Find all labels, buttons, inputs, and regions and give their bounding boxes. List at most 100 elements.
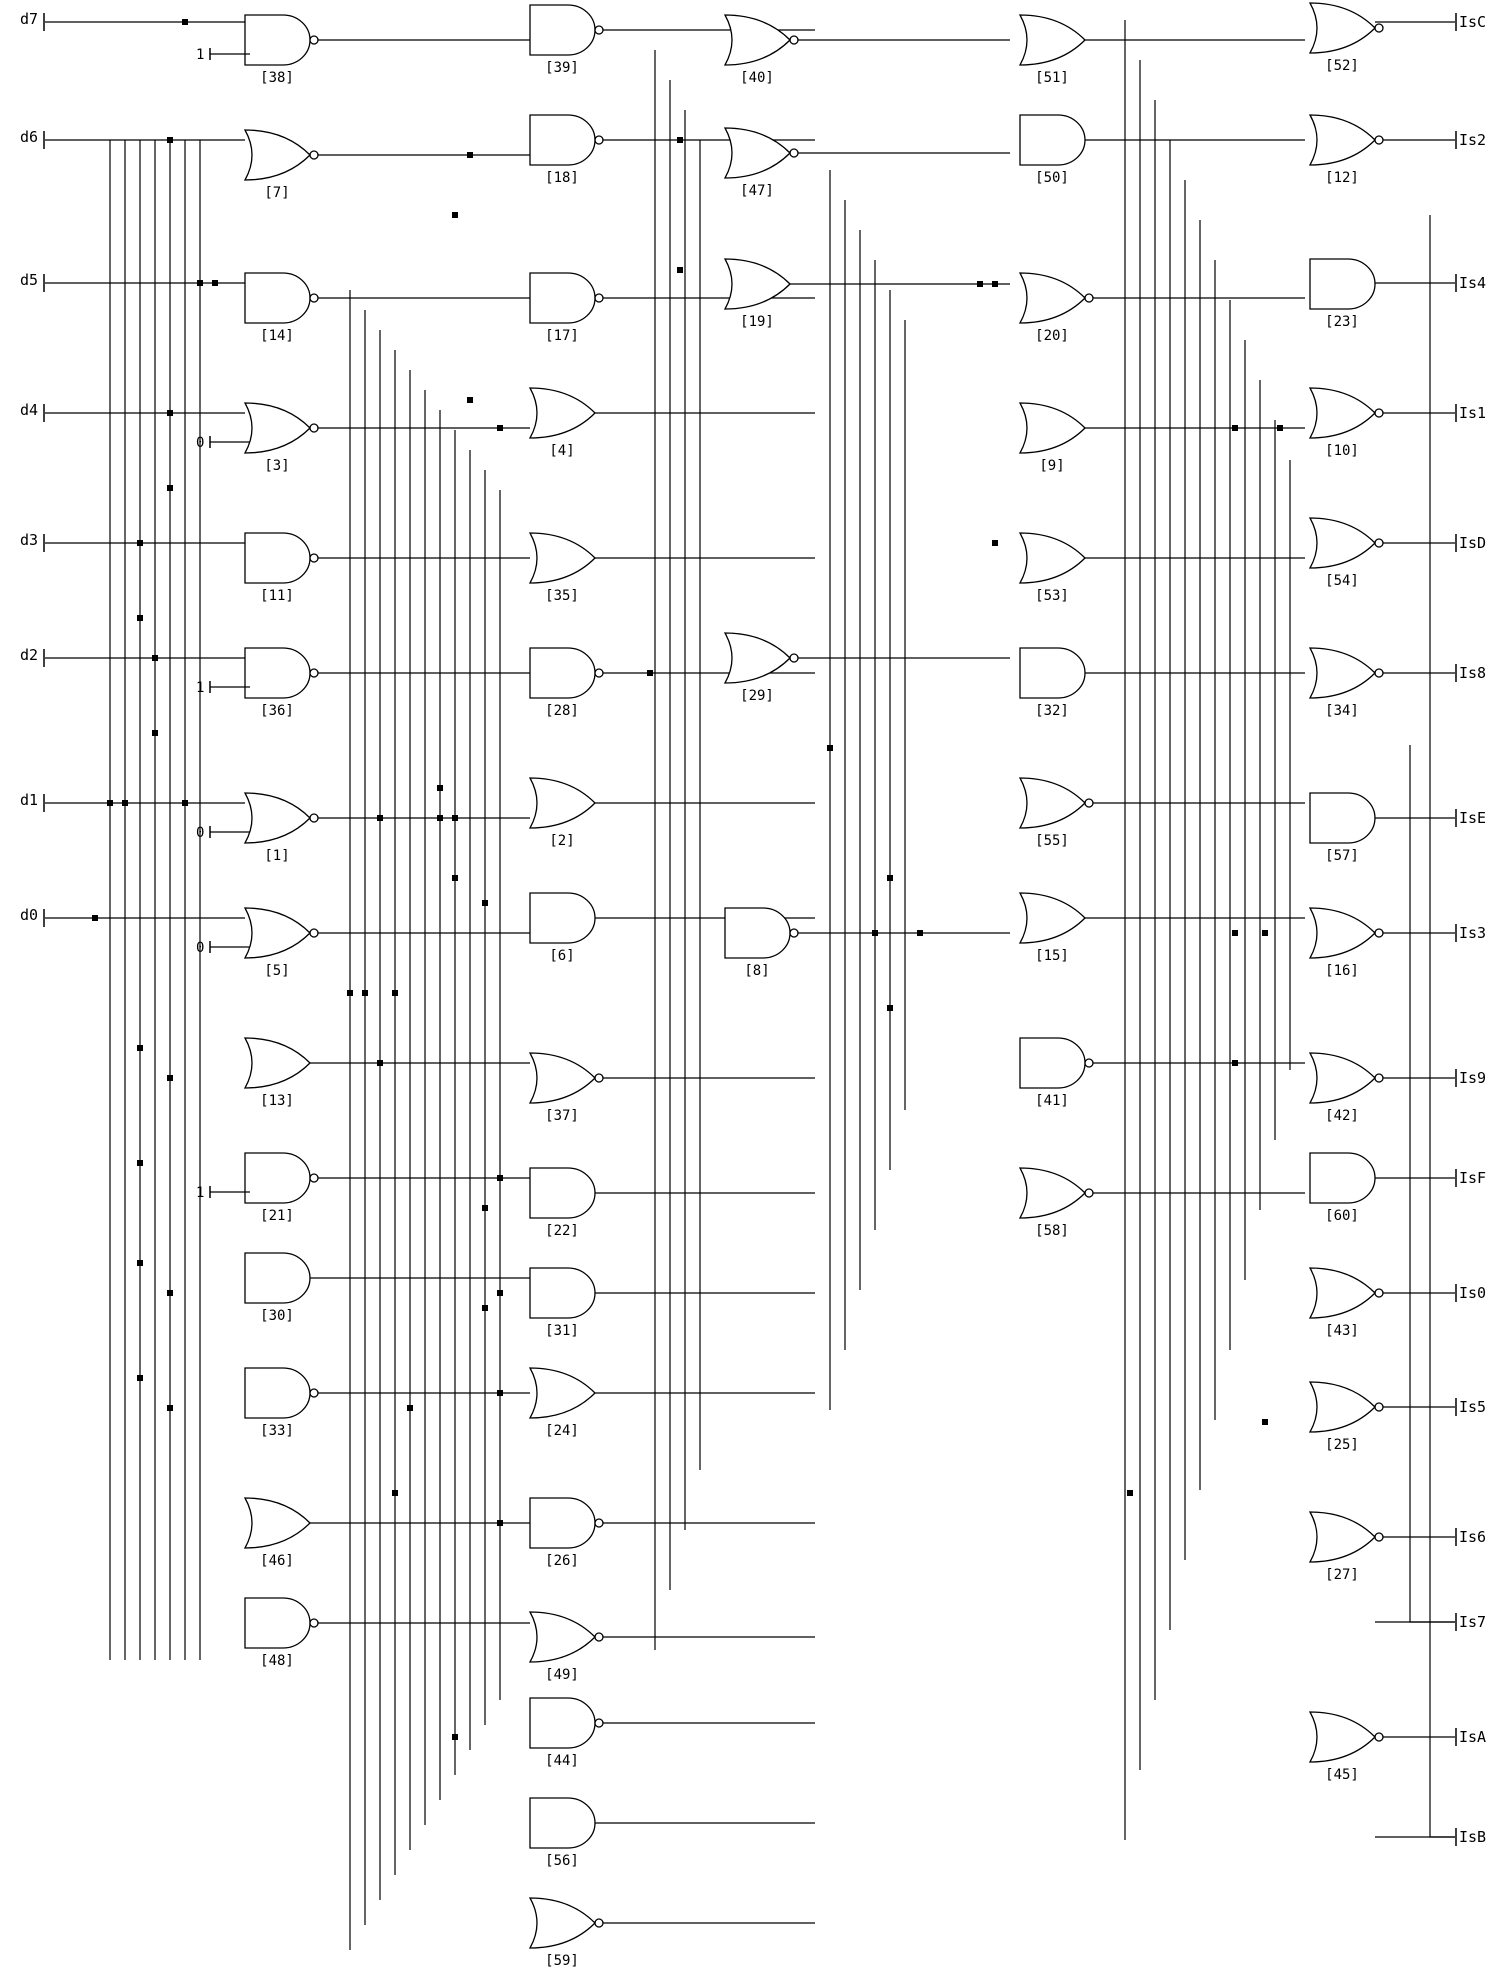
junction-dot	[1232, 930, 1238, 936]
gate-body	[529, 1267, 596, 1319]
junction-dot	[497, 1175, 503, 1181]
inverter-bubble	[1374, 408, 1384, 418]
gate-14: [14]	[244, 272, 319, 344]
gate-label: [53]	[1035, 588, 1069, 604]
junction-dot	[677, 137, 683, 143]
gate-label: [13]	[260, 1093, 294, 1109]
junction-dot	[497, 1520, 503, 1526]
inverter-bubble	[1374, 23, 1384, 33]
inverter-bubble	[309, 150, 319, 160]
gate-body	[244, 272, 311, 324]
output-label: IsA	[1459, 1728, 1486, 1746]
junction-dot	[1262, 1419, 1268, 1425]
gate-body	[1308, 1381, 1376, 1433]
gate-body	[529, 272, 596, 324]
constant-input: 1	[196, 1185, 250, 1201]
gate-body	[1308, 517, 1376, 569]
gate-43: [43]	[1308, 1267, 1384, 1339]
gate-19: [19]	[723, 258, 791, 330]
output-pin-IsD: IsD	[1455, 534, 1486, 552]
gate-label: [27]	[1325, 1567, 1359, 1583]
gate-label: [48]	[260, 1653, 294, 1669]
input-label: d7	[20, 10, 38, 28]
input-pin-d0: d0	[20, 906, 45, 927]
constant-input: 1	[196, 680, 250, 696]
gate-label: [45]	[1325, 1767, 1359, 1783]
output-label: Is9	[1459, 1069, 1486, 1087]
gate-53: [53]	[1018, 532, 1086, 604]
inverter-bubble	[309, 293, 319, 303]
gate-body	[723, 258, 791, 310]
gate-body	[1308, 907, 1376, 959]
constant-input: 0	[196, 435, 250, 451]
gate-label: [3]	[264, 458, 289, 474]
gate-38: [38]	[244, 14, 319, 86]
junction-dot	[92, 915, 98, 921]
gate-20: [20]	[1018, 272, 1094, 344]
gate-body	[528, 777, 596, 829]
input-label: d0	[20, 906, 38, 924]
gate-label: [37]	[545, 1108, 579, 1124]
gate-label: [36]	[260, 703, 294, 719]
gate-26: [26]	[529, 1497, 604, 1569]
gate-label: [31]	[545, 1323, 579, 1339]
junction-dot	[167, 137, 173, 143]
junction-dot	[377, 1060, 383, 1066]
gate-label: [19]	[740, 314, 774, 330]
inverter-bubble	[1374, 538, 1384, 548]
gate-label: [55]	[1035, 833, 1069, 849]
gate-56: [56]	[529, 1797, 596, 1869]
gate-body	[244, 1152, 311, 1204]
gate-body	[1309, 1152, 1376, 1204]
gate-18: [18]	[529, 114, 604, 186]
input-pin-d2: d2	[20, 646, 45, 667]
gate-body	[1018, 402, 1086, 454]
gate-label: [18]	[545, 170, 579, 186]
gate-8: [8]	[724, 907, 799, 979]
gate-body	[1308, 1511, 1376, 1563]
gate-9: [9]	[1018, 402, 1086, 474]
pin-layer: d7d6d5d4d3d2d1d0IsCIs2Is4Is1IsDIs8IsEIs3…	[20, 10, 1486, 1846]
inverter-bubble	[594, 1632, 604, 1642]
output-pin-IsB: IsB	[1455, 1828, 1486, 1846]
gate-body	[1019, 647, 1086, 699]
gate-11: [11]	[244, 532, 319, 604]
inverter-bubble	[789, 148, 799, 158]
junction-dot	[407, 1405, 413, 1411]
junction-dot	[467, 397, 473, 403]
constant-input: 0	[196, 825, 250, 841]
gate-body	[529, 892, 596, 944]
gate-1: [1]	[243, 792, 319, 864]
gate-label: [28]	[545, 703, 579, 719]
gate-label: [30]	[260, 1308, 294, 1324]
output-label: Is8	[1459, 664, 1486, 682]
junction-dot	[1262, 930, 1268, 936]
gate-57: [57]	[1309, 792, 1376, 864]
junction-dot	[392, 1490, 398, 1496]
inverter-bubble	[1374, 1073, 1384, 1083]
gate-body	[528, 1897, 596, 1949]
gate-34: [34]	[1308, 647, 1384, 719]
junction-dot	[677, 267, 683, 273]
gate-label: [52]	[1325, 58, 1359, 74]
gate-label: [10]	[1325, 443, 1359, 459]
inverter-bubble	[1374, 1532, 1384, 1542]
gate-45: [45]	[1308, 1711, 1384, 1783]
gate-body	[243, 402, 311, 454]
output-pin-IsC: IsC	[1455, 13, 1486, 31]
gate-label: [44]	[545, 1753, 579, 1769]
inverter-bubble	[1084, 1188, 1094, 1198]
output-label: Is1	[1459, 404, 1486, 422]
input-pin-d1: d1	[20, 791, 45, 812]
gate-39: [39]	[529, 4, 604, 76]
gate-54: [54]	[1308, 517, 1384, 589]
constant-value: 0	[196, 435, 204, 451]
gate-32: [32]	[1019, 647, 1086, 719]
gate-label: [15]	[1035, 948, 1069, 964]
inverter-bubble	[309, 668, 319, 678]
junction-dot	[647, 670, 653, 676]
output-wire	[1409, 745, 1455, 1623]
inverter-bubble	[594, 668, 604, 678]
input-label: d1	[20, 791, 38, 809]
gate-body	[243, 1037, 311, 1089]
